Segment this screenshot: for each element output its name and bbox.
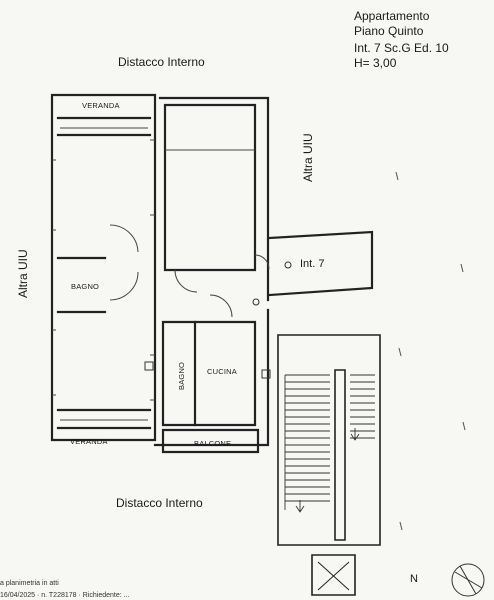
room-bagno-center: BAGNO xyxy=(177,361,186,390)
door-swing xyxy=(109,271,139,301)
header-type: Appartamento xyxy=(354,9,430,23)
surround-right-label: Altra UIU xyxy=(301,133,315,182)
footer-line-1: a planimetria in atti xyxy=(0,580,59,587)
surround-top-label: Distacco Interno xyxy=(118,55,205,69)
stairwell-outline xyxy=(277,334,381,546)
entry-marker xyxy=(252,298,260,306)
kitchen-block xyxy=(161,320,257,427)
header-floor: Piano Quinto xyxy=(354,24,424,38)
header-unit: Int. 7 Sc.G Ed. 10 xyxy=(354,41,449,55)
room-veranda-top: VERANDA xyxy=(82,101,120,110)
stairwell-core xyxy=(334,369,346,541)
outer-wall-right xyxy=(158,96,270,302)
door-swing xyxy=(209,294,233,318)
header-height: H= 3,00 xyxy=(354,56,397,70)
elevator xyxy=(311,554,356,596)
outer-wall-bottom xyxy=(153,308,270,447)
outer-wall xyxy=(50,93,157,442)
door-swing xyxy=(174,269,198,293)
door-swing xyxy=(254,254,270,270)
central-room-wall xyxy=(163,103,257,272)
room-cucina: CUCINA xyxy=(207,367,237,376)
entrance-wall xyxy=(268,230,374,297)
room-balcone: BALCONE xyxy=(194,439,232,448)
entrance-label: Int. 7 xyxy=(300,258,325,270)
room-veranda-bottom: VERANDA xyxy=(70,437,108,446)
compass-label: N xyxy=(410,573,418,585)
balcony xyxy=(161,428,260,454)
room-bagno-left: BAGNO xyxy=(71,282,100,291)
surround-left-label: Altra UIU xyxy=(16,249,30,298)
surround-bottom-label: Distacco Interno xyxy=(116,496,203,510)
footer-line-2: 16/04/2025 · n. T228178 · Richiedente: .… xyxy=(0,592,130,599)
door-swing xyxy=(109,224,139,253)
compass-icon xyxy=(451,563,485,597)
entry-marker xyxy=(284,261,292,269)
